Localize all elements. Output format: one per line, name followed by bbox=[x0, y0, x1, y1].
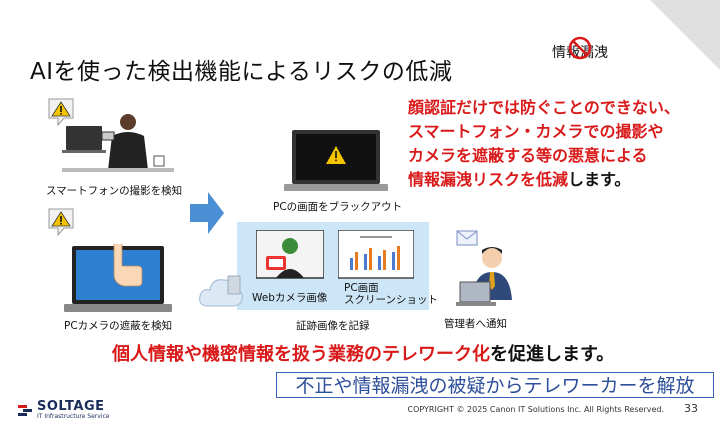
caption-smartphone: スマートフォンの撮影を検知 bbox=[46, 185, 183, 197]
main-message: 個人情報や機密情報を扱う業務のテレワーク化を促進します。 bbox=[112, 340, 614, 366]
caption-camera-block: PCカメラの遮蔽を検知 bbox=[64, 320, 173, 332]
screenshot-image bbox=[338, 230, 414, 279]
highlight-line: 顔認証だけでは防ぐことのできない、 bbox=[408, 98, 680, 117]
logo-name: SOLTAGE bbox=[37, 399, 105, 414]
boxed-message: 不正や情報漏洩の被疑からテレワーカーを解放 bbox=[276, 372, 714, 398]
badge-label: 情報漏洩 bbox=[552, 45, 608, 61]
warning-icon bbox=[48, 208, 74, 237]
highlight-line: 情報漏洩リスクを低減 bbox=[408, 170, 569, 189]
soltage-logo-icon bbox=[18, 404, 32, 416]
caption-screenshot-line: スクリーンショット bbox=[344, 294, 438, 306]
page-number: 33 bbox=[684, 402, 698, 415]
highlight-tail: します。 bbox=[568, 170, 631, 189]
main-message-tail: を促進します。 bbox=[490, 344, 615, 365]
no-entry-icon bbox=[568, 36, 592, 60]
highlight-line-last: 情報漏洩リスクを低減します。 bbox=[408, 168, 680, 192]
copyright: COPYRIGHT © 2025 Canon IT Solutions Inc.… bbox=[407, 405, 664, 414]
arrow-right-icon bbox=[190, 192, 224, 234]
highlight-text: 顔認証だけでは防ぐことのできない、 スマートフォン・カメラでの撮影や カメラを遮… bbox=[408, 96, 680, 192]
caption-blackout: PCの画面をブラックアウト bbox=[273, 201, 403, 213]
mail-icon bbox=[456, 230, 478, 246]
caption-webcam: Webカメラ画像 bbox=[252, 292, 328, 304]
highlight-line: カメラを遮蔽する等の悪意による bbox=[408, 146, 648, 165]
laptop-camera-blocked bbox=[64, 244, 172, 312]
caption-admin: 管理者へ通知 bbox=[444, 318, 507, 330]
main-message-highlight: 個人情報や機密情報を扱う業務のテレワーク化 bbox=[112, 344, 490, 365]
smartphone-scene bbox=[62, 114, 174, 172]
webcam-image bbox=[256, 230, 324, 279]
highlight-line: スマートフォン・カメラでの撮影や bbox=[408, 122, 664, 141]
caption-screenshot: PC画面 スクリーンショット bbox=[344, 282, 438, 306]
laptop-blackout bbox=[284, 130, 388, 191]
slide-title: AIを使った検出機能によるリスクの低減 bbox=[30, 59, 453, 85]
corner-decoration bbox=[650, 0, 720, 70]
cloud-icon bbox=[199, 275, 243, 307]
warning-icon bbox=[48, 98, 74, 127]
logo-subtitle: IT Infrastructure Service bbox=[37, 413, 110, 420]
soltage-logo: SOLTAGE IT Infrastructure Service bbox=[18, 399, 109, 420]
caption-evidence: 証跡画像を記録 bbox=[296, 320, 370, 332]
administrator-figure bbox=[456, 247, 512, 306]
caption-screenshot-line: PC画面 bbox=[344, 282, 379, 294]
